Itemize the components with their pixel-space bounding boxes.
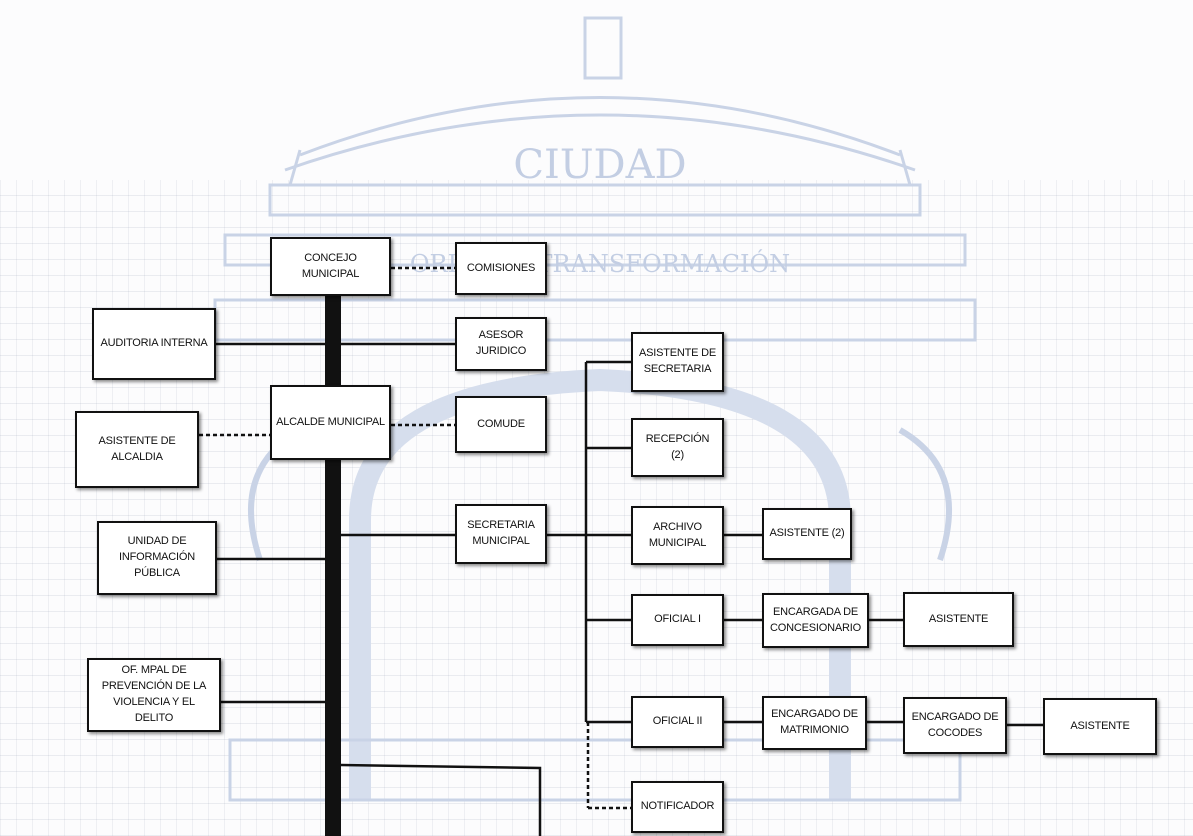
comisiones-label: COMISIONES: [466, 261, 536, 274]
oficial-i-box: OFICIAL I: [631, 594, 724, 646]
concejo-municipal-box: CONCEJO MUNICIPAL: [270, 237, 391, 296]
watermark-title: CIUDAD: [513, 142, 686, 188]
prevencion-violencia-box: OF. MPAL DE PREVENCIÓN DE LA VIOLENCIA Y…: [87, 658, 221, 732]
encargado-matrimonio-label: ENCARGADO DE MATRIMONIO: [771, 708, 858, 736]
asistente-archivo-box: ASISTENTE (2): [762, 508, 852, 560]
asesor-juridico-box: ASESOR JURIDICO: [455, 317, 547, 371]
asistente-archivo-label: ASISTENTE (2): [769, 527, 845, 540]
asistente-cocodes-box: ASISTENTE: [1043, 698, 1157, 755]
asistente-oficial-i-label: ASISTENTE: [928, 612, 989, 625]
encargado-matrimonio-box: ENCARGADO DE MATRIMONIO: [762, 696, 867, 750]
auditoria-interna-box: AUDITORIA INTERNA: [92, 308, 216, 380]
comude-label: COMUDE: [477, 417, 525, 430]
asistente-secretaria-label: ASISTENTE DE SECRETARIA: [638, 347, 717, 375]
asistente-alcaldia-label: ASISTENTE DE ALCALDIA: [98, 434, 176, 463]
oficial-ii-box: OFICIAL II: [631, 696, 724, 748]
unidad-informacion-publica-box: UNIDAD DE INFORMACIÓN PÚBLICA: [97, 521, 217, 595]
auditoria-interna-label: AUDITORIA INTERNA: [100, 337, 208, 350]
alcalde-municipal-box: ALCALDE MUNICIPAL: [270, 385, 391, 460]
secretaria-municipal-box: SECRETARIA MUNICIPAL: [455, 504, 547, 564]
comisiones-box: COMISIONES: [455, 242, 547, 295]
oficial-ii-label: OFICIAL II: [652, 715, 703, 728]
encargada-concesionario-box: ENCARGADA DE CONCESIONARIO: [762, 593, 869, 648]
oficial-i-label: OFICIAL I: [654, 613, 701, 626]
main-trunk-line: [325, 296, 341, 836]
alcalde-municipal-label: ALCALDE MUNICIPAL: [276, 415, 385, 428]
asistente-alcaldia-box: ASISTENTE DE ALCALDIA: [75, 411, 199, 488]
secretaria-municipal-label: SECRETARIA MUNICIPAL: [467, 519, 535, 547]
concejo-municipal-label: CONCEJO MUNICIPAL: [301, 251, 360, 280]
connector-lower-branch: [340, 763, 542, 836]
asesor-juridico-label: ASESOR JURIDICO: [475, 329, 527, 357]
asistente-cocodes-label: ASISTENTE: [1070, 719, 1130, 732]
comude-box: COMUDE: [455, 396, 547, 453]
recepcion-label: RECEPCIÓN (2): [645, 432, 710, 461]
encargada-concesionario-label: ENCARGADA DE CONCESIONARIO: [770, 605, 861, 634]
encargado-cocodes-label: ENCARGADO DE COCODES: [911, 710, 999, 739]
asistente-secretaria-box: ASISTENTE DE SECRETARIA: [631, 332, 724, 392]
notificador-label: NOTIFICADOR: [640, 800, 715, 813]
encargado-cocodes-box: ENCARGADO DE COCODES: [903, 697, 1007, 754]
archivo-municipal-label: ARCHIVO MUNICIPAL: [648, 520, 707, 549]
archivo-municipal-box: ARCHIVO MUNICIPAL: [631, 506, 724, 565]
notificador-box: NOTIFICADOR: [631, 781, 724, 833]
prevencion-violencia-label: OF. MPAL DE PREVENCIÓN DE LA VIOLENCIA Y…: [101, 664, 207, 724]
unidad-informacion-publica-label: UNIDAD DE INFORMACIÓN PÚBLICA: [118, 535, 196, 579]
recepcion-box: RECEPCIÓN (2): [631, 418, 724, 477]
asistente-oficial-i-box: ASISTENTE: [903, 592, 1014, 647]
